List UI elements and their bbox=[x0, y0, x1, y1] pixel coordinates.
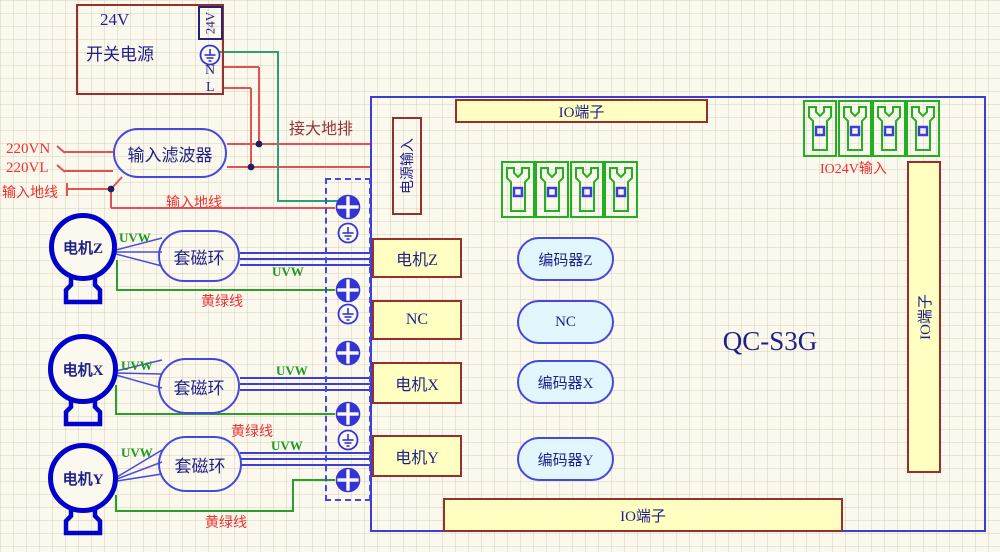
label-earth-bar: 接大地排 bbox=[289, 121, 354, 138]
uvw-label-y-left: UVW bbox=[121, 445, 153, 460]
uvw-label-x-right: UVW bbox=[276, 363, 308, 378]
motor-x-circle: 电机X bbox=[48, 334, 118, 404]
green-wire-label-y: 黄绿线 bbox=[205, 516, 247, 531]
motor-z-circle: 电机Z bbox=[49, 213, 117, 281]
power-input-label: 电源输入 bbox=[401, 138, 416, 194]
encoder-z: 编码器Z bbox=[517, 237, 614, 281]
uvw-label-x-left: UVW bbox=[121, 358, 153, 373]
label-220vl: 220VL bbox=[6, 160, 49, 176]
label-input-ground-mid: 输入地线 bbox=[166, 196, 222, 211]
psu-title-line2: 开关电源 bbox=[86, 45, 154, 64]
io-terminal-right-label: IO端子 bbox=[917, 294, 934, 340]
io24v-input-label: IO24V输入 bbox=[820, 162, 887, 177]
psu-n-label: N bbox=[205, 63, 216, 78]
ferrite-ring-x: 套磁环 bbox=[158, 358, 240, 414]
motor-x-label: 电机X bbox=[62, 362, 104, 379]
psu-earth-wire bbox=[218, 51, 338, 202]
psu-24v-terminal bbox=[198, 6, 223, 40]
motor-port-z: 电机Z bbox=[372, 238, 462, 278]
uvw-label-y-right: UVW bbox=[271, 438, 303, 453]
motor-port-x: 电机X bbox=[372, 362, 462, 404]
motor-y-circle: 电机Y bbox=[48, 443, 118, 513]
main-unit-border bbox=[370, 96, 986, 532]
ground-bar-dashed-box bbox=[325, 178, 371, 501]
uvw-fan-wires bbox=[115, 237, 163, 482]
psu-l-label: L bbox=[206, 80, 215, 95]
ferrite-ring-z: 套磁环 bbox=[158, 230, 240, 282]
psu-title-line1: 24V bbox=[100, 10, 130, 29]
encoder-x: 编码器X bbox=[517, 360, 614, 404]
ferrite-ring-y: 套磁环 bbox=[158, 436, 242, 492]
encoder-nc: NC bbox=[517, 300, 614, 344]
power-input-port bbox=[392, 117, 422, 215]
junction-dots bbox=[107, 140, 263, 193]
green-wire-label-z: 黄绿线 bbox=[201, 295, 243, 310]
io-terminal-bottom: IO端子 bbox=[443, 498, 843, 532]
uvw-bundle-wires bbox=[240, 252, 372, 466]
motor-port-y: 电机Y bbox=[372, 435, 462, 477]
io-terminal-right bbox=[907, 161, 941, 473]
label-input-ground-left: 输入地线 bbox=[2, 186, 58, 201]
motor-z-base-icon bbox=[66, 278, 100, 302]
encoder-y: 编码器Y bbox=[517, 437, 614, 481]
uvw-label-z-right: UVW bbox=[272, 264, 304, 279]
green-wire-label-x: 黄绿线 bbox=[231, 425, 273, 440]
motor-y-label: 电机Y bbox=[62, 471, 104, 488]
input-filter: 输入滤波器 bbox=[113, 128, 227, 178]
motor-z-label: 电机Z bbox=[62, 240, 103, 257]
motor-port-nc: NC bbox=[372, 300, 462, 340]
uvw-label-z-left: UVW bbox=[119, 230, 151, 245]
label-220vn: 220VN bbox=[6, 141, 51, 157]
io-terminal-top: IO端子 bbox=[455, 99, 708, 123]
psu-24v-terminal-label: 24V bbox=[202, 11, 218, 35]
model-label: QC-S3G bbox=[722, 325, 818, 356]
motor-ground-wires bbox=[115, 260, 336, 512]
psu-box bbox=[76, 4, 224, 95]
